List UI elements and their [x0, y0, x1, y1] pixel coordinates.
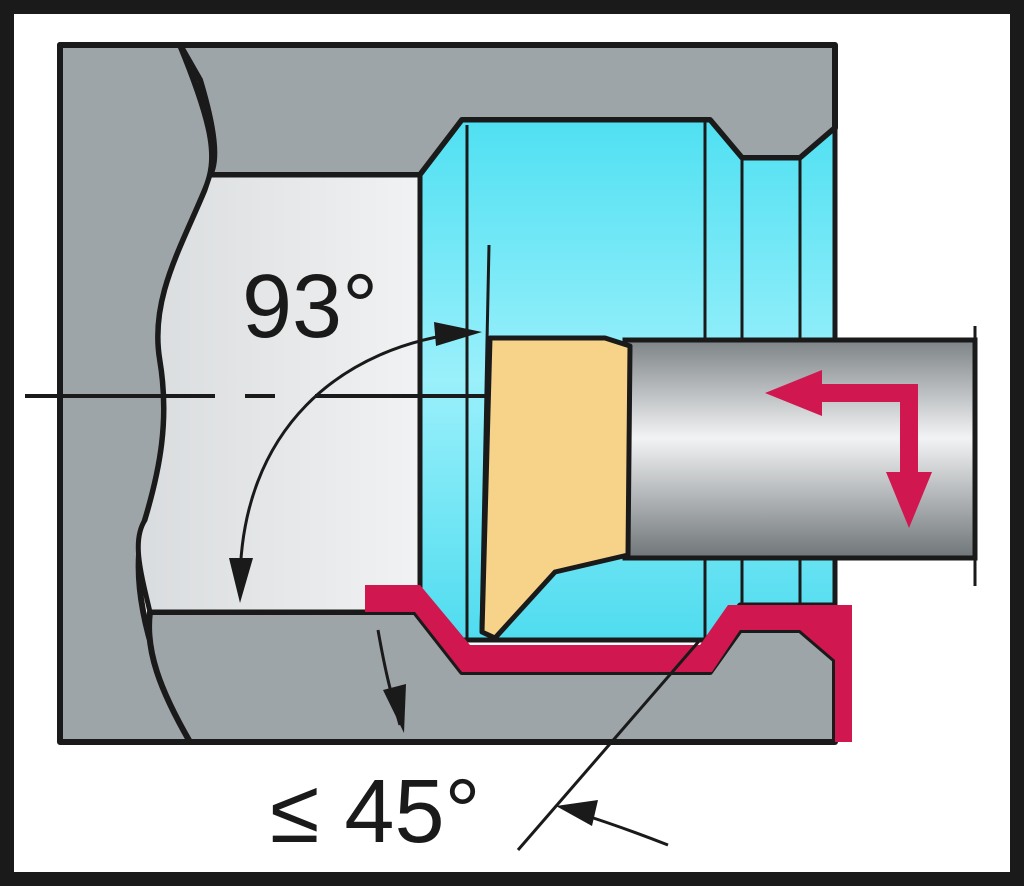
cutting-insert [479, 335, 633, 641]
arrowhead-93-bottom [229, 558, 253, 603]
boring-bar [622, 337, 978, 561]
angle-label-45: ≤ 45° [270, 762, 481, 862]
angle-arc-93 [238, 330, 471, 586]
arrowhead-93-top [434, 322, 482, 346]
reference-line-45 [516, 639, 702, 851]
arrowhead-45-leader [556, 800, 598, 826]
groove-lines [465, 122, 802, 640]
angle-label-93: 93° [242, 257, 378, 357]
bore-cavity [135, 172, 423, 615]
arrowhead-45-down [383, 684, 406, 733]
feed-direction-arrow-icon [765, 370, 932, 528]
cutting-profile [365, 585, 852, 742]
reference-line-93 [479, 244, 491, 633]
